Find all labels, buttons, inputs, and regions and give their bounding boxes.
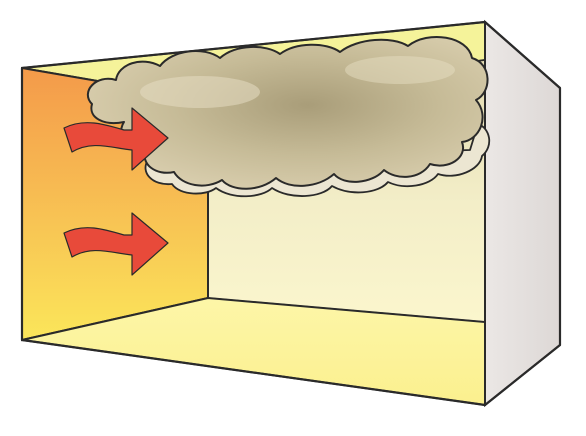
room-outline [20,20,562,407]
smoke-highlight [345,56,455,84]
heat-arrow-lower [63,212,169,276]
heat-arrow-upper [63,107,169,171]
smoke-highlight [140,76,260,108]
